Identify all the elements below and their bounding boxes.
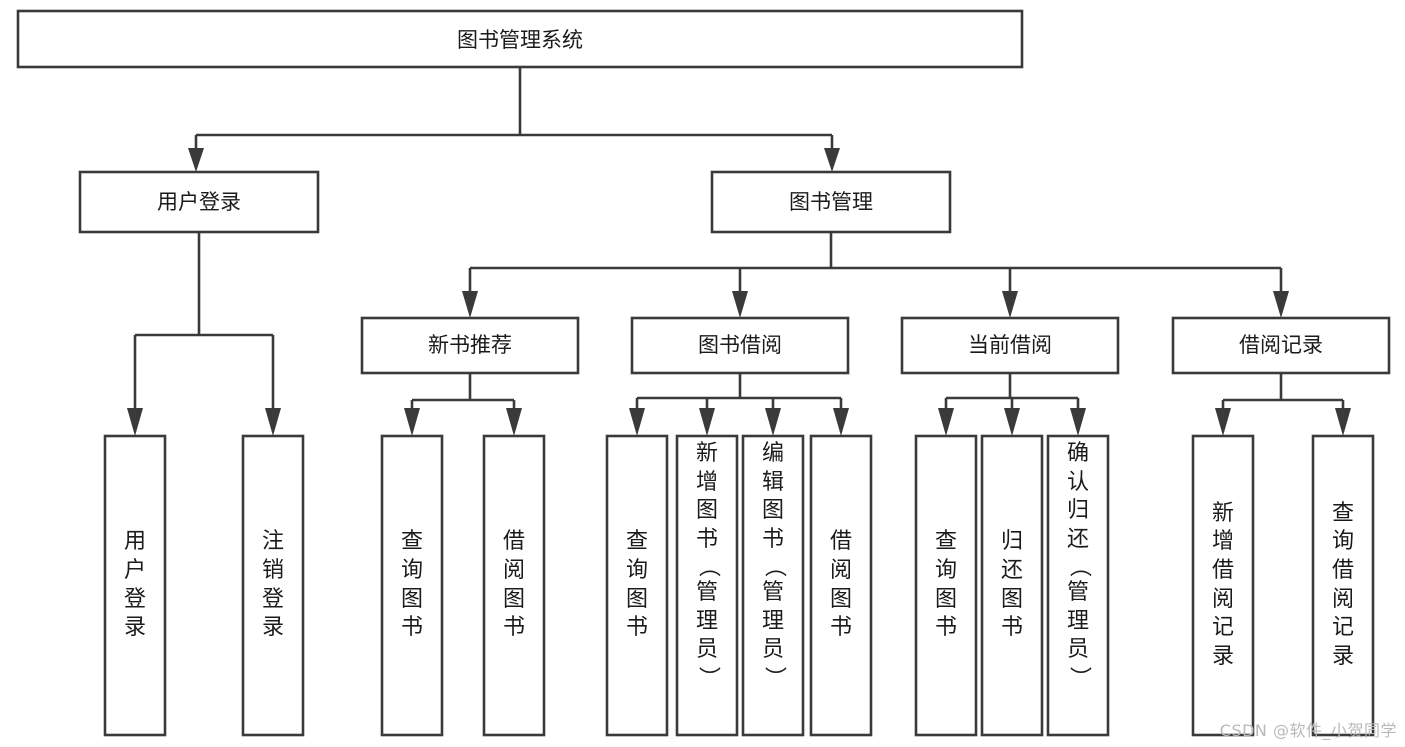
node-new-book-recommend[interactable]: 新书推荐	[360, 316, 580, 375]
leaf-box-query-book-3[interactable]	[914, 434, 978, 737]
leaf-box-query-record[interactable]	[1311, 434, 1375, 737]
leaf-box-edit-book[interactable]	[741, 434, 805, 737]
node-book-borrow-label: 图书借阅	[698, 333, 782, 357]
node-title-box	[16, 9, 1024, 69]
connector-book-borrow-to-leaves	[629, 373, 849, 436]
arrow-head-icon	[404, 408, 420, 436]
arrow-head-icon	[188, 148, 204, 172]
leaf-box-query-book-2[interactable]	[605, 434, 669, 737]
connector-user-login-to-leaves	[127, 232, 281, 436]
arrow-head-icon	[1070, 408, 1086, 436]
node-user-login[interactable]: 用户登录	[78, 170, 320, 234]
leaf-box-add-book[interactable]	[675, 434, 739, 737]
node-user-login-box	[78, 170, 320, 234]
leaf-box-return-book[interactable]	[980, 434, 1044, 737]
connector-new-book-recommend-to-leaves	[404, 373, 522, 436]
leaf-box-user-login[interactable]	[103, 434, 167, 737]
leaf-box-query-book-1[interactable]	[380, 434, 444, 737]
connector-borrow-record-to-leaves	[1215, 373, 1351, 436]
node-title[interactable]: 图书管理系统	[16, 9, 1024, 69]
connector-root-to-level1	[188, 67, 840, 172]
node-new-book-recommend-box	[360, 316, 580, 375]
arrow-head-icon	[127, 408, 143, 436]
arrow-head-icon	[1004, 408, 1020, 436]
node-borrow-record[interactable]: 借阅记录	[1171, 316, 1391, 375]
node-current-borrow[interactable]: 当前借阅	[900, 316, 1120, 375]
arrow-head-icon	[732, 291, 748, 318]
arrow-head-icon	[1002, 291, 1018, 318]
arrow-head-icon	[1215, 408, 1231, 436]
arrow-head-icon	[1273, 291, 1289, 318]
arrow-head-icon	[824, 148, 840, 172]
connector-current-borrow-to-leaves	[938, 373, 1086, 436]
leaf-box-logout-login[interactable]	[241, 434, 305, 737]
connector-book-management-to-level2	[462, 232, 1289, 318]
arrow-head-icon	[265, 408, 281, 436]
arrow-head-icon	[765, 408, 781, 436]
leaf-box-borrow-book-2[interactable]	[809, 434, 873, 737]
node-borrow-record-label: 借阅记录	[1239, 333, 1323, 357]
arrow-head-icon	[629, 408, 645, 436]
arrow-head-icon	[462, 291, 478, 318]
node-book-borrow[interactable]: 图书借阅	[630, 316, 850, 375]
node-title-label: 图书管理系统	[457, 28, 583, 52]
arrow-head-icon	[938, 408, 954, 436]
node-current-borrow-box	[900, 316, 1120, 375]
leaf-box-add-record[interactable]	[1191, 434, 1255, 737]
arrow-head-icon	[833, 408, 849, 436]
arrow-head-icon	[1335, 408, 1351, 436]
node-book-management[interactable]: 图书管理	[710, 170, 952, 234]
arrow-head-icon	[506, 408, 522, 436]
leaf-box-confirm-return[interactable]	[1046, 434, 1110, 737]
node-user-login-label: 用户登录	[157, 190, 241, 214]
node-current-borrow-label: 当前借阅	[968, 333, 1052, 357]
node-new-book-recommend-label: 新书推荐	[428, 333, 512, 357]
node-book-management-label: 图书管理	[789, 190, 873, 214]
csdn-watermark: CSDN @软件_小贺同学	[1219, 721, 1397, 740]
arrow-head-icon	[699, 408, 715, 436]
leaf-box-borrow-book-1[interactable]	[482, 434, 546, 737]
